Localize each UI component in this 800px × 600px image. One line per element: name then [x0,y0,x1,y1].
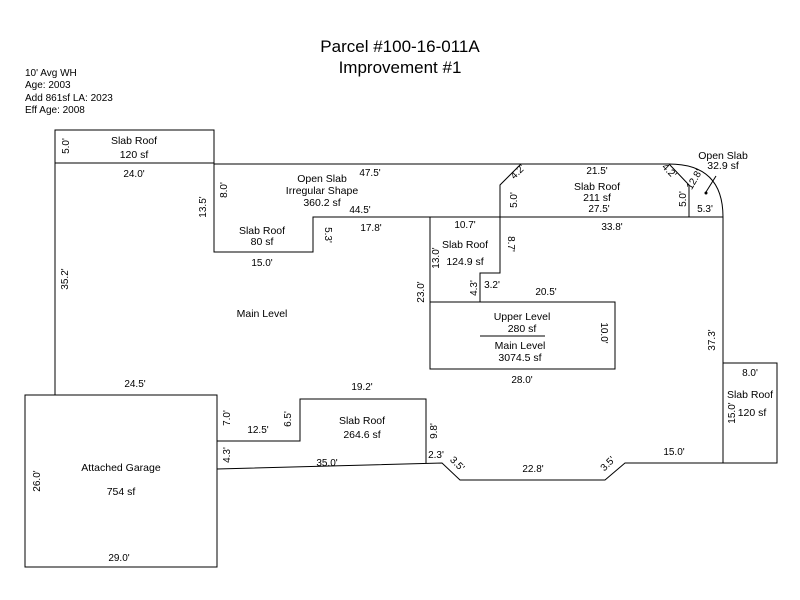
open-slab-ne-outline [668,163,724,218]
dim-5-3-a: 5.3' [322,227,333,243]
dim-15-0-c: 15.0' [663,447,684,458]
dim-20-5: 20.5' [535,287,556,298]
main-level-inner-size: 3074.5 sf [498,352,541,364]
parcel-title: Parcel #100-16-011A [320,37,480,56]
upper-level-outline [429,301,616,370]
dim-24-0: 24.0' [123,169,144,180]
slab-roof-211-size: 211 sf [583,192,611,204]
slab-roof-211-name: Slab Roof [574,181,620,193]
dim-23-0: 23.0' [416,281,427,302]
slab-roof-nw-name: Slab Roof [111,135,157,147]
effective-age: Eff Age: 2008 [25,104,85,116]
dim-15-0-b: 15.0' [727,402,738,423]
dim-29-0: 29.0' [108,553,129,564]
dim-44-5: 44.5' [349,205,370,216]
slab-roof-211-east [668,163,690,217]
dim-27-5: 27.5' [588,204,609,215]
age: Age: 2003 [25,80,71,92]
dim-8-7: 8.7' [505,236,516,252]
dim-28-0: 28.0' [511,375,532,386]
sketch-outlines [24,129,778,568]
dim-35-0: 35.0' [316,458,337,469]
open-slab-ne-marker [704,191,708,195]
slab-roof-124-outline [429,217,501,303]
dim-47-5: 47.5' [359,168,380,179]
dim-4-3-a: 4.3' [469,280,480,296]
slab-roof-264-name: Slab Roof [339,415,385,427]
dim-35-2: 35.2' [60,268,71,289]
dim-3-5-b: 3.5' [599,455,618,474]
dim-6-5: 6.5' [283,411,294,427]
open-slab-name: Open Slab [297,173,347,185]
dim-10-7: 10.7' [454,220,475,231]
dim-5-3-b: 5.3' [697,204,713,215]
dim-5-0-b: 5.0' [509,192,520,208]
dim-33-8: 33.8' [601,222,622,233]
open-slab-shape: Irregular Shape [286,185,359,197]
open-slab-ne-size: 32.9 sf [707,160,739,172]
dim-3-2: 3.2' [484,280,500,291]
dim-22-8: 22.8' [522,464,543,475]
slab-roof-124-name: Slab Roof [442,239,488,251]
open-slab-size: 360.2 sf [303,197,340,209]
upper-level-size: 280 sf [508,323,537,335]
open-slab-ne-leader [705,175,717,193]
slab-roof-80-name: Slab Roof [239,225,285,237]
main-level-name: Main Level [237,308,288,320]
garage-name: Attached Garage [81,462,161,474]
dim-2-3: 2.3' [428,450,444,461]
dim-17-8: 17.8' [360,223,381,234]
slab-roof-e-outline [722,362,778,464]
property-info: 10' Avg WH Age: 2003 Add 861sf LA: 2023 … [25,68,113,117]
dim-13-0: 13.0' [431,247,442,268]
slab-roof-264-size: 264.6 sf [343,429,380,441]
dim-24-5: 24.5' [124,379,145,390]
upper-level-name: Upper Level [494,311,551,323]
slab-roof-nw-outline [54,129,215,164]
slab-roof-211-outline [499,163,522,217]
open-slab-ne-name: Open Slab [698,150,748,162]
dim-37-3: 37.3' [707,329,718,350]
dim-7-0: 7.0' [222,410,233,426]
slab-roof-nw-size: 120 sf [120,149,149,161]
improvement-title: Improvement #1 [338,58,462,77]
main-level-west-wall [54,162,214,395]
dim-4-2-a: 4.2' [509,163,528,182]
garage-outline [24,394,218,568]
dim-19-2: 19.2' [351,382,372,393]
dim-10-0: 10.0' [598,322,609,343]
dim-12-5: 12.5' [247,425,268,436]
slab-roof-124-size: 124.9 sf [446,256,483,268]
slab-roof-264-outline [217,398,427,463]
dim-13-5: 13.5' [198,196,209,217]
main-level-south-wall [216,462,723,481]
dim-5-0-c: 5.0' [678,191,689,207]
slab-roof-e-name: Slab Roof [727,389,773,401]
dim-8-0-b: 8.0' [742,368,758,379]
dim-9-8: 9.8' [429,423,440,439]
garage-size: 754 sf [107,486,136,498]
main-level-inner-name: Main Level [495,340,546,352]
slab-roof-80-size: 80 sf [251,236,274,248]
dim-8-0-a: 8.0' [219,182,230,198]
dim-21-5: 21.5' [586,166,607,177]
dim-15-0-a: 15.0' [251,258,272,269]
dim-5-0-a: 5.0' [61,138,72,154]
dim-4-3-b: 4.3' [222,447,233,463]
dim-26-0: 26.0' [32,470,43,491]
dimension-labels: 24.0' 47.5' 44.5' 17.8' 15.0' 21.5' 27.5… [32,138,758,564]
addition-info: Add 861sf LA: 2023 [25,92,113,104]
avg-wall-height: 10' Avg WH [25,68,77,79]
slab-roof-e-size: 120 sf [738,407,767,419]
area-labels: Slab Roof 120 sf Open Slab Irregular Sha… [81,135,773,498]
